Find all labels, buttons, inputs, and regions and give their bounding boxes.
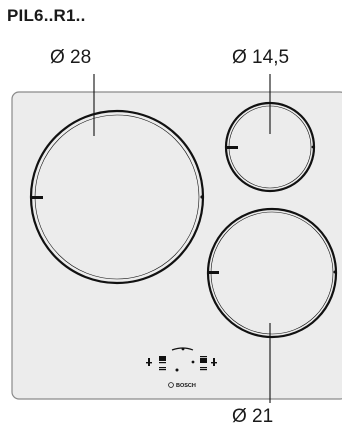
control-dot [175, 368, 179, 372]
large-zone-marker [31, 196, 43, 199]
control-symbol [146, 358, 152, 366]
brand-logo-icon [168, 382, 174, 388]
small-zone-dot [311, 145, 315, 149]
large-cooking-zone [29, 109, 205, 285]
brand-label: BOSCH [176, 383, 196, 389]
large-zone-diameter-label: Ø 28 [50, 47, 92, 68]
medium-zone-dot [333, 270, 337, 274]
medium-cooking-zone [206, 207, 338, 339]
small-zone-diameter-label: Ø 14,5 [232, 47, 290, 68]
medium-zone-diameter-label: Ø 21 [232, 406, 274, 427]
small-zone-marker [227, 146, 238, 149]
control-symbol [200, 356, 207, 371]
control-dot [181, 347, 185, 351]
model-title: PIL6..R1.. [7, 6, 86, 25]
touch-control-panel: BOSCH [146, 347, 217, 389]
control-symbol [211, 358, 217, 366]
hob-surface [11, 91, 342, 400]
medium-zone-marker [208, 271, 219, 274]
control-dot [191, 360, 195, 364]
large-zone-dot [200, 195, 204, 199]
control-symbol [159, 356, 166, 371]
